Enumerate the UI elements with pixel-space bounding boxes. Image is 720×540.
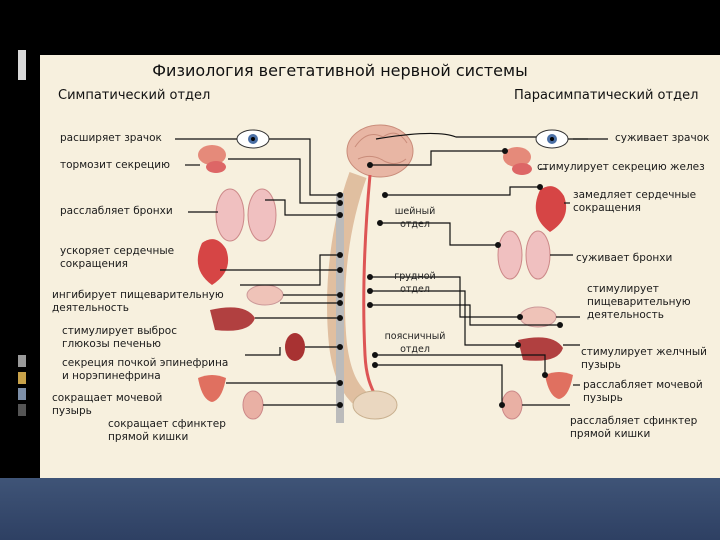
page-title: Физиология вегетативной нервной системы [152,61,528,80]
organ-stomach-left [246,284,284,306]
organ-liver-right [518,337,563,361]
para-label-glands: стимулирует секрецию желез [537,161,705,173]
sympathetic-heading: Симпатический отдел [58,88,211,103]
symp-label-rectum: сокращает сфинктер прямой кишки [108,418,226,443]
para-label-digestion: стимулирует пищеварительную деятельность [587,283,691,321]
symp-label-digestion: ингибирует пищеварительную деятельность [52,289,224,314]
spinal-column [327,171,398,420]
para-label-rectum: расслабляет сфинктер прямой кишки [570,415,698,440]
organ-heart-right [535,186,567,232]
organ-bladder-left [198,375,226,402]
symp-label-glucose: стимулирует выброс глюкозы печенью [62,325,177,350]
organ-gland-right [503,147,532,175]
symp-label-secretion: тормозит секрецию [60,159,170,171]
sympathetic-chain [336,193,344,423]
organ-rectum-left [242,390,264,420]
organ-eye-left [236,129,270,149]
symp-label-heart: ускоряет сердечные сокращения [60,245,175,270]
spine-label-lumbar: поясничный отдел [384,331,446,355]
spine-label-cervical: шейный отдел [394,206,436,230]
organ-heart-left [197,239,229,285]
organ-eye-right [535,129,569,149]
para-label-bronchi: суживает бронхи [576,252,673,264]
para-label-bladder: расслабляет мочевой пузырь [583,379,703,404]
symp-label-bladder: сокращает мочевой пузырь [52,392,163,417]
nerve-lines [175,132,608,406]
slide: Физиология вегетативной нервной системы [40,55,720,478]
symp-label-pupil: расширяет зрачок [60,132,162,144]
symp-label-kidney: секреция почкой эпинефрина и норэпинефри… [62,357,229,382]
organ-bladder-right [545,372,573,399]
left-decoration [0,0,30,540]
nerve-diagram [175,124,608,423]
organ-kidney-left [285,333,305,361]
organ-stomach-right [519,306,557,328]
organ-liver-left [210,307,255,331]
para-label-heart: замедляет сердечные сокращения [573,189,697,214]
brain [346,124,414,178]
parasympathetic-heading: Парасимпатический отдел [514,88,699,103]
ganglion-dots [337,148,563,408]
symp-label-bronchi: расслабляет бронхи [60,205,173,217]
spine-label-thoracic: грудной отдел [394,271,436,295]
organ-gland-left [198,145,226,173]
organ-lungs-left [215,188,277,242]
bottom-band [0,478,720,540]
para-label-pupil: суживает зрачок [615,132,710,144]
para-label-gallbladder: стимулирует желчный пузырь [581,346,707,371]
organ-lungs-right [497,230,551,280]
